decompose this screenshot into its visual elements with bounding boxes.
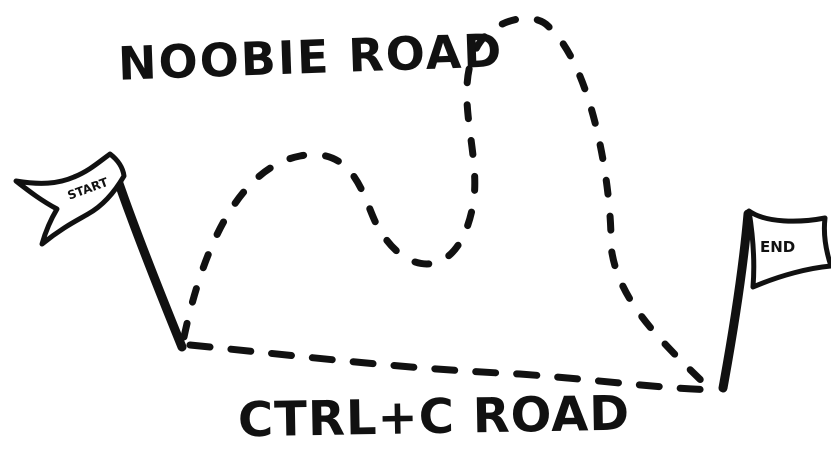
start-flag-pole: [115, 172, 182, 347]
ctrl-c-road-label: CTRL+C ROAD: [238, 390, 631, 445]
ctrl-c-road-path: [190, 345, 717, 390]
end-flag-pole: [723, 214, 748, 388]
end-flag-label: END: [760, 240, 795, 255]
noobie-road-label: NOOBIE ROAD: [117, 27, 504, 86]
